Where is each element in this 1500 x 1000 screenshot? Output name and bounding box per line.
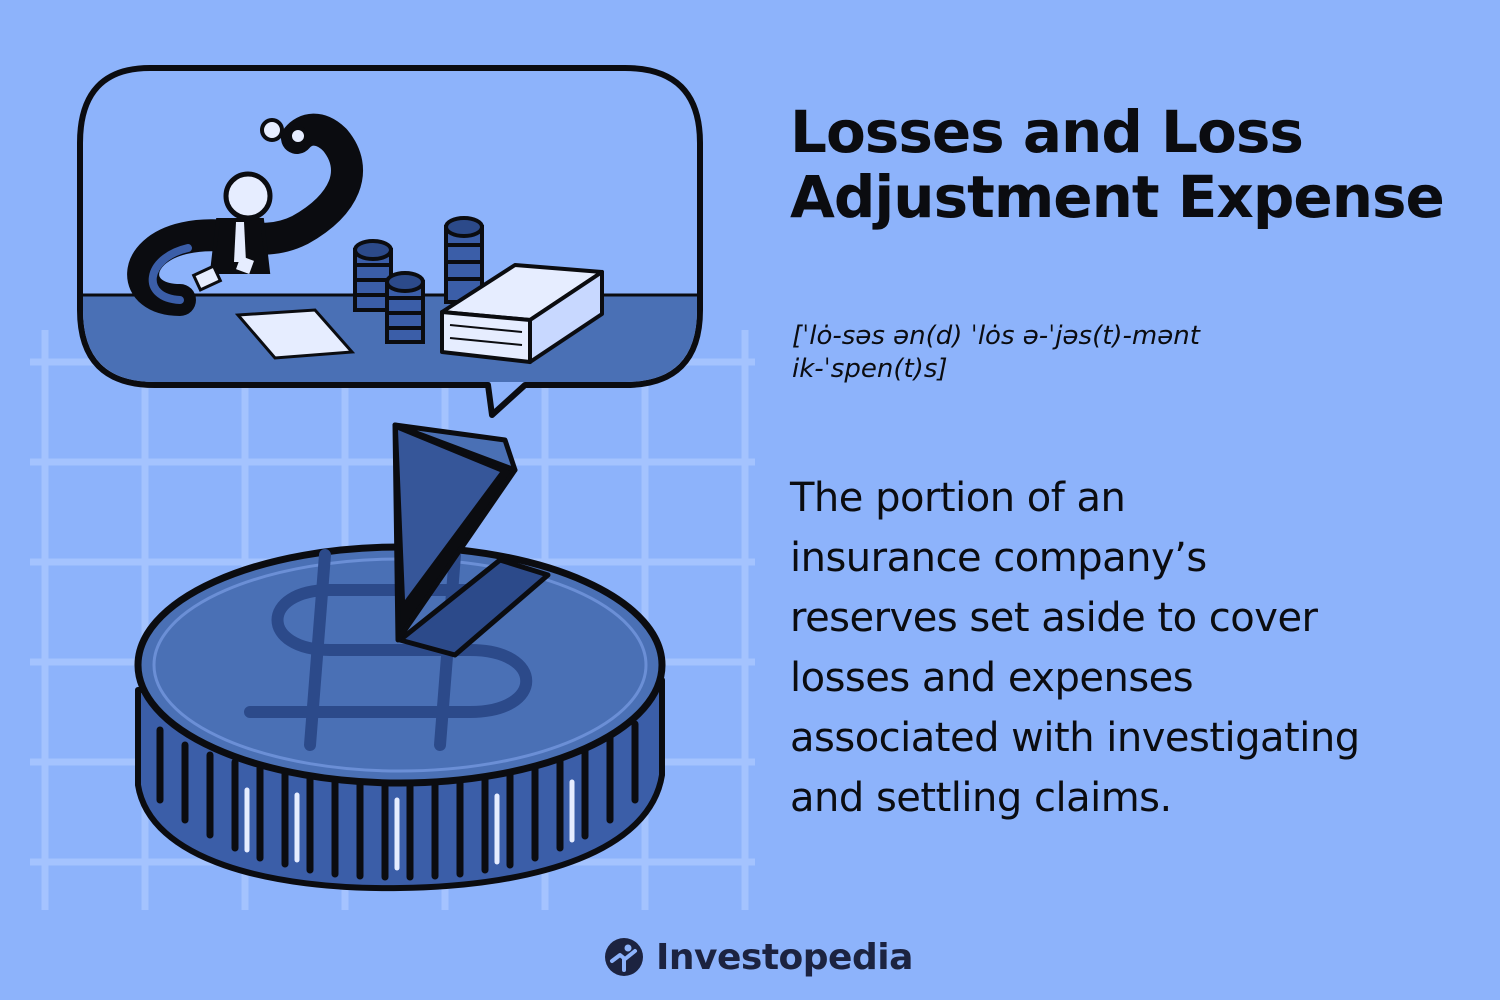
- paper-sheet: [234, 308, 356, 360]
- pronunciation-line-1: [ˈlȯ-səs ən(d) ˈlȯs ə-ˈjəs(t)-mənt: [792, 321, 1200, 351]
- worker-figure: [127, 113, 363, 316]
- page-title: Losses and Loss Adjustment Expense: [790, 100, 1490, 230]
- coin: [134, 543, 666, 892]
- title-line-1: Losses and Loss: [790, 98, 1304, 166]
- brand-logo: Investopedia: [604, 932, 913, 982]
- floating-coin-slice: [392, 422, 518, 643]
- brand-name: Investopedia: [656, 936, 913, 978]
- pronunciation-line-2: ik-ˈspen(t)s]: [792, 353, 948, 384]
- definition-line-4: losses and expenses: [790, 655, 1194, 701]
- definition-line-1: The portion of an: [790, 475, 1126, 521]
- definition-line-2: insurance company’s: [790, 535, 1207, 581]
- illustration: [30, 65, 755, 910]
- pronunciation: [ˈlȯ-səs ən(d) ˈlȯs ə-ˈjəs(t)-mənt ik-ˈs…: [792, 320, 1352, 385]
- definition-line-3: reserves set aside to cover: [790, 595, 1318, 641]
- speech-bubble: [77, 65, 703, 418]
- definition-line-6: and settling claims.: [790, 775, 1172, 821]
- coin-missing-slice: [397, 557, 551, 658]
- money-bundle: [440, 263, 604, 364]
- worker-head: [223, 171, 273, 221]
- title-line-2: Adjustment Expense: [790, 162, 1445, 231]
- coin-edge-highlights: [244, 779, 575, 871]
- definition-line-5: associated with investigating: [790, 715, 1360, 761]
- investopedia-logo-icon: [605, 938, 643, 976]
- definition: The portion of an insurance company’s re…: [790, 468, 1490, 828]
- coin-edge-ridges: [156, 720, 639, 881]
